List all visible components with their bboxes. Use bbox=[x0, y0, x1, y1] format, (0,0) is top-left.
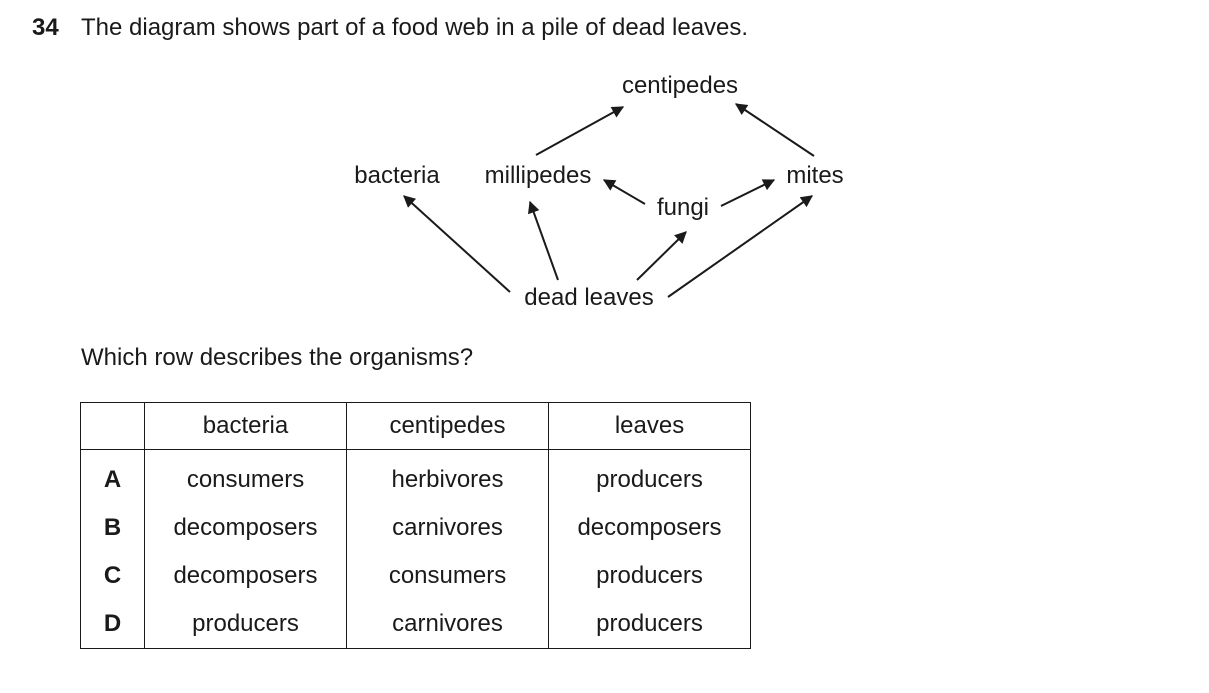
organism-mites: mites bbox=[786, 162, 843, 189]
table-cell: consumers bbox=[144, 449, 347, 504]
table-row: A consumers herbivores producers bbox=[80, 449, 751, 504]
arrow-millipedes-to-centipedes bbox=[535, 106, 625, 156]
sub-question: Which row describes the organisms? bbox=[81, 344, 474, 371]
table-cell: decomposers bbox=[144, 552, 347, 600]
table-cell: producers bbox=[548, 600, 751, 649]
table-cell: decomposers bbox=[548, 504, 751, 552]
table-cell: carnivores bbox=[346, 600, 549, 649]
question-stem: The diagram shows part of a food web in … bbox=[81, 14, 749, 41]
arrow-dead-leaves-to-mites bbox=[667, 195, 813, 298]
organism-bacteria: bacteria bbox=[354, 162, 440, 189]
organism-fungi: fungi bbox=[657, 194, 709, 221]
table-cell: herbivores bbox=[346, 449, 549, 504]
header-leaves: leaves bbox=[548, 402, 751, 450]
header-centipedes: centipedes bbox=[346, 402, 549, 450]
organism-centipedes: centipedes bbox=[622, 72, 738, 99]
table-cell: producers bbox=[548, 449, 751, 504]
answer-table: bacteria centipedes leaves A consumers h… bbox=[80, 402, 751, 649]
question-number: 34 bbox=[32, 14, 59, 41]
arrow-mites-to-centipedes bbox=[735, 103, 815, 157]
table-row: D producers carnivores producers bbox=[80, 600, 751, 649]
table-cell: producers bbox=[144, 600, 347, 649]
arrow-fungi-to-millipedes bbox=[602, 179, 646, 205]
organism-dead-leaves: dead leaves bbox=[524, 284, 653, 311]
table-header-row: bacteria centipedes leaves bbox=[80, 402, 751, 450]
arrow-dead-leaves-to-millipedes bbox=[528, 200, 559, 281]
table-cell: carnivores bbox=[346, 504, 549, 552]
table-row: B decomposers carnivores decomposers bbox=[80, 504, 751, 552]
arrow-dead-leaves-to-bacteria bbox=[403, 195, 511, 293]
option-letter: D bbox=[80, 600, 145, 649]
table-cell: producers bbox=[548, 552, 751, 600]
food-web-diagram: centipedes bacteria millipedes mites fun… bbox=[354, 72, 843, 311]
header-bacteria: bacteria bbox=[144, 402, 347, 450]
table-cell: consumers bbox=[346, 552, 549, 600]
option-letter: A bbox=[80, 449, 145, 504]
arrow-dead-leaves-to-fungi bbox=[636, 231, 687, 281]
option-letter: C bbox=[80, 552, 145, 600]
option-letter: B bbox=[80, 504, 145, 552]
arrow-fungi-to-mites bbox=[720, 179, 776, 207]
organism-millipedes: millipedes bbox=[485, 162, 592, 189]
table-cell: decomposers bbox=[144, 504, 347, 552]
header-option bbox=[80, 402, 145, 450]
table-row: C decomposers consumers producers bbox=[80, 552, 751, 600]
